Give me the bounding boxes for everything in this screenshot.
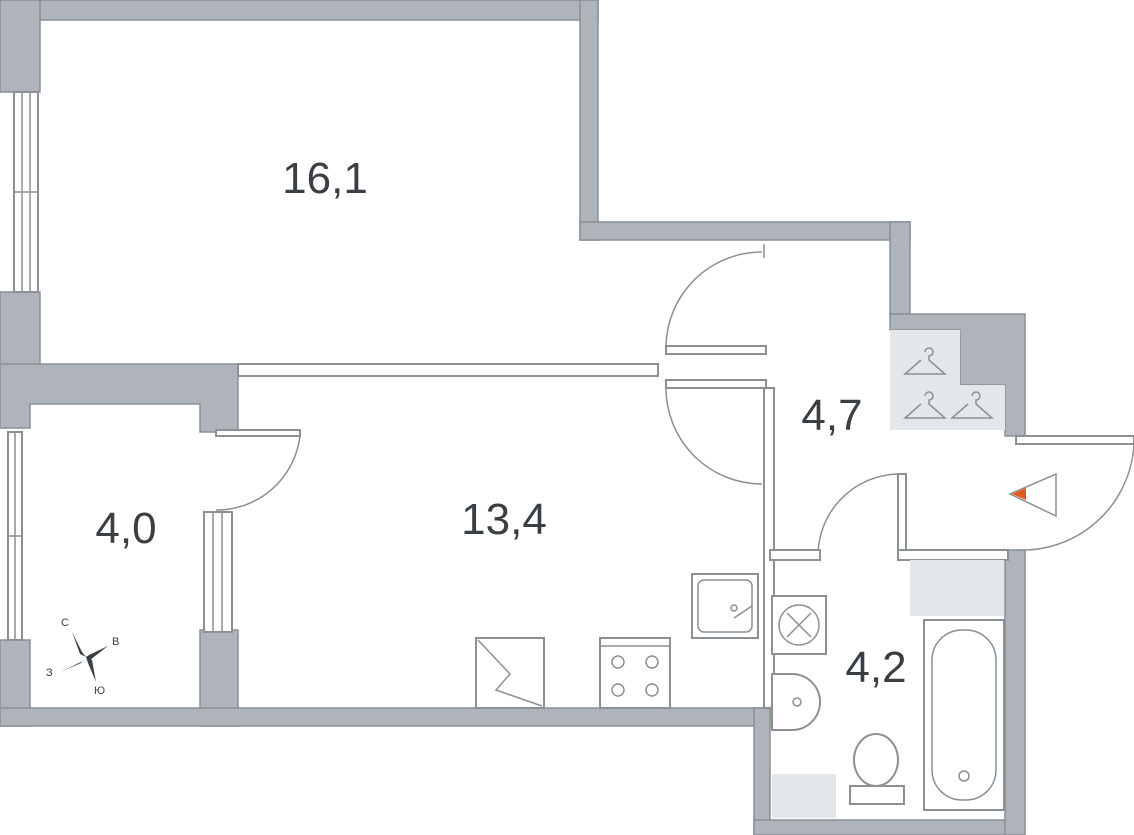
- compass-west: З: [46, 667, 53, 679]
- sink-kitchen: [691, 573, 759, 639]
- compass-rose-icon: С В З Ю: [46, 617, 119, 697]
- room-area-bathroom: 4,2: [845, 643, 906, 692]
- bathtub: [923, 619, 1005, 811]
- washing-machine: [771, 595, 827, 655]
- room-area-balcony: 4,0: [95, 504, 156, 553]
- bathroom-shade: [772, 560, 1004, 818]
- stove: [599, 637, 671, 709]
- window-living: [13, 91, 39, 293]
- hanger-icon: [903, 347, 947, 375]
- compass-south: Ю: [94, 685, 105, 697]
- window-kitchen-balcony: [203, 511, 233, 633]
- room-area-hall: 4,7: [801, 391, 862, 440]
- door-living: [665, 244, 767, 355]
- door-kitchen: [665, 379, 767, 494]
- entrance-marker-icon: [1008, 472, 1057, 518]
- compass-north: С: [61, 617, 69, 629]
- wardrobe: [890, 330, 1005, 430]
- partition-living-kitchen: [237, 363, 659, 377]
- fridge: [475, 637, 545, 709]
- walls: [0, 0, 1026, 835]
- partition-hall: [763, 387, 1009, 709]
- door-bathroom: [817, 473, 907, 561]
- door-balcony: [215, 429, 301, 511]
- washbasin: [771, 673, 821, 731]
- compass-east: В: [112, 636, 119, 648]
- hanger-icon: [903, 391, 947, 419]
- door-entrance: [1015, 435, 1134, 551]
- room-area-living: 16,1: [282, 154, 368, 203]
- room-area-kitchen: 13,4: [461, 495, 547, 544]
- hanger-icon: [950, 391, 994, 419]
- toilet: [849, 733, 905, 805]
- window-balcony: [7, 431, 23, 641]
